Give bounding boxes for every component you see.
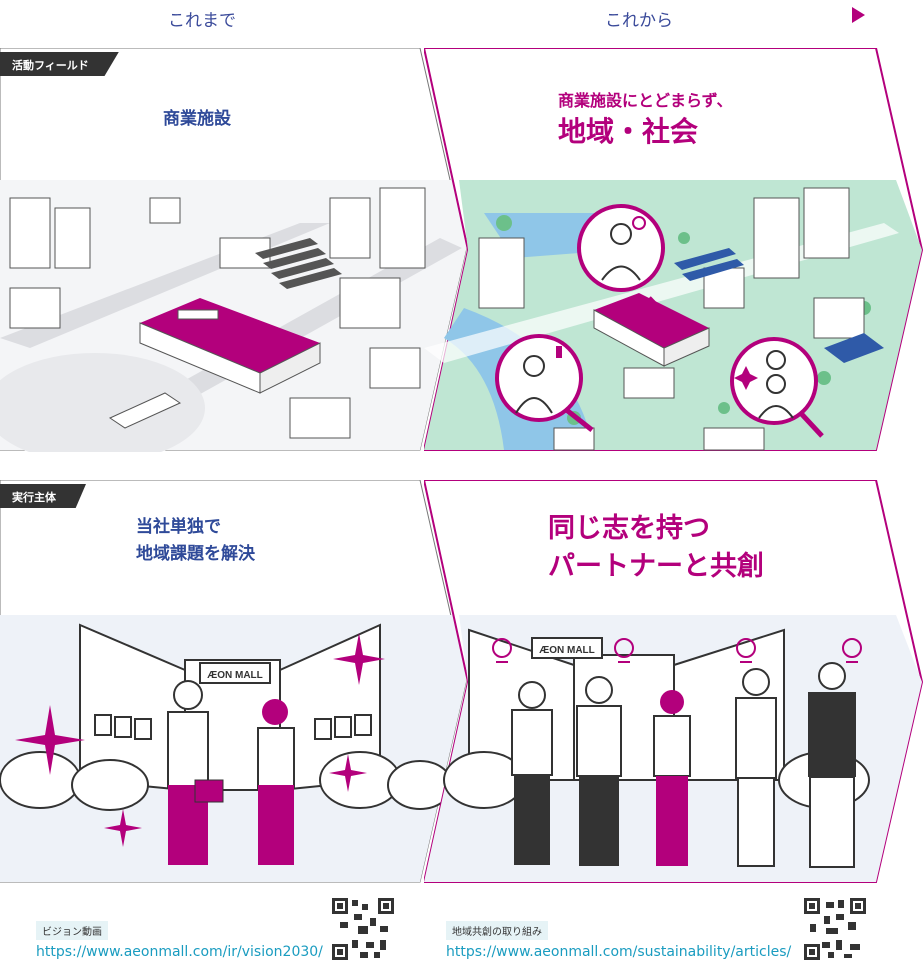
tag-actor: 実行主体	[0, 484, 86, 508]
title-line: パートナーと共創	[548, 550, 764, 582]
city-illustration-before	[0, 180, 466, 452]
link-regional-co-creation[interactable]: https://www.aeonmall.com/sustainability/…	[446, 944, 792, 960]
tag-activity-field: 活動フィールド	[0, 52, 119, 76]
title-line: 当社単独で	[136, 517, 221, 537]
panel-field-before: 活動フィールド 商業施設	[0, 48, 468, 452]
panel-actor-after: ÆON MALL	[424, 480, 924, 884]
mall-sign-small	[177, 309, 219, 320]
qr-code-co-creation-icon[interactable]	[802, 896, 868, 962]
column-header-after: これから	[605, 11, 673, 31]
title-commercial-facility: 商業施設	[163, 106, 231, 133]
panel-actor-before: ÆON MALL	[0, 480, 468, 884]
title-solo-solution: 当社単独で 地域課題を解決	[136, 514, 255, 568]
title-co-creation: 同じ志を持つ パートナーと共創	[548, 510, 764, 586]
title-line: 地域課題を解決	[136, 544, 255, 565]
staff-illustration-before: ÆON MALL	[0, 615, 466, 882]
badge-vision-video: ビジョン動画	[36, 921, 108, 940]
badge-regional-co-creation: 地域共創の取り組み	[446, 921, 548, 940]
partner-figures	[511, 662, 856, 868]
arrow-right-icon	[852, 7, 865, 23]
city-illustration-after	[424, 180, 922, 451]
staff-man-figure	[167, 680, 224, 865]
panel-field-after: 商業施設にとどまらず、 地域・社会	[424, 48, 924, 452]
mall-sign-after: ÆON MALL	[539, 645, 595, 656]
panel-frame-after-2: ÆON MALL	[424, 480, 924, 883]
title-line: 商業施設	[163, 109, 231, 129]
title-line: 同じ志を持つ	[548, 513, 710, 544]
staff-woman-figure	[257, 699, 295, 865]
panel-frame-before-2: ÆON MALL	[0, 480, 467, 883]
panel-frame-after	[424, 48, 924, 451]
title-beyond-commercial: 商業施設にとどまらず、 地域・社会	[558, 90, 733, 152]
magnifier-community-icon	[577, 204, 678, 328]
magnifier-family-icon	[730, 337, 824, 438]
link-vision-video[interactable]: https://www.aeonmall.com/ir/vision2030/	[36, 944, 323, 960]
title-small: 商業施設にとどまらず、	[558, 91, 733, 110]
column-header-before: これまで	[168, 11, 236, 31]
partners-illustration-after: ÆON MALL	[424, 615, 922, 882]
title-big: 地域・社会	[558, 115, 699, 149]
lightbulb-icons	[492, 638, 862, 663]
qr-code-vision-icon[interactable]	[330, 896, 396, 962]
magnifier-woman-icon	[495, 334, 594, 432]
panel-frame-before	[0, 48, 467, 452]
mall-sign-before: ÆON MALL	[207, 670, 263, 681]
